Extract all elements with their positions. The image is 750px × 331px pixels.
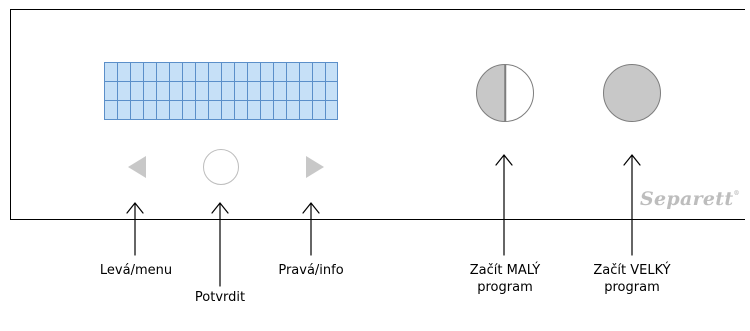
- label-right-info: Pravá/info: [278, 263, 344, 278]
- small-program-button[interactable]: [476, 64, 534, 122]
- label-confirm: Potvrdit: [194, 290, 246, 305]
- arrowhead-left-menu: [126, 202, 144, 214]
- confirm-button[interactable]: [203, 149, 239, 185]
- lcd-display: [104, 62, 338, 120]
- left-arrow-button[interactable]: [128, 156, 146, 178]
- label-left-menu: Levá/menu: [99, 263, 173, 278]
- label-big-program: Začít VELKÝ program: [593, 263, 671, 295]
- big-program-button[interactable]: [603, 64, 661, 122]
- arrowhead-small-program: [495, 154, 513, 166]
- right-arrow-button[interactable]: [306, 156, 324, 178]
- arrowhead-right-info: [302, 202, 320, 214]
- arrowhead-big-program: [623, 154, 641, 166]
- control-panel: [10, 9, 745, 220]
- separett-logo: Separett®: [640, 188, 740, 210]
- arrowhead-confirm: [211, 202, 229, 214]
- label-small-program: Začít MALÝ program: [469, 263, 541, 295]
